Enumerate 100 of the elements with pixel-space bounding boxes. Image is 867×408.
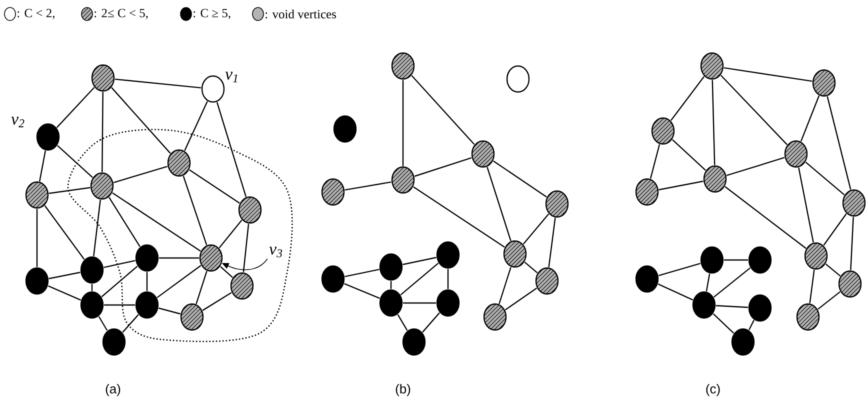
edge-line bbox=[724, 67, 812, 82]
edge-line bbox=[800, 96, 820, 142]
vertex-circle bbox=[748, 294, 772, 322]
edge-line bbox=[159, 257, 199, 259]
edge-line bbox=[114, 78, 202, 88]
vertex-circle bbox=[692, 291, 716, 319]
edge-line bbox=[158, 308, 180, 314]
vertex-circle bbox=[230, 272, 254, 300]
edge-line bbox=[48, 187, 90, 194]
edge-line bbox=[101, 266, 138, 298]
edge-line bbox=[748, 320, 754, 330]
edge-line bbox=[809, 270, 815, 304]
edge-line bbox=[447, 269, 449, 289]
edge-line bbox=[712, 313, 734, 334]
edge-line bbox=[498, 266, 512, 304]
legend-text: : C ≥ 5, bbox=[194, 8, 230, 20]
edge-line bbox=[400, 262, 439, 296]
edge-line bbox=[146, 272, 148, 291]
edge-line bbox=[218, 220, 242, 248]
vertex-circle bbox=[167, 149, 191, 177]
edge-line bbox=[716, 305, 748, 308]
vertex-circle bbox=[784, 140, 808, 168]
vertex-circle bbox=[135, 291, 159, 319]
edge-line bbox=[414, 157, 472, 177]
edge-line bbox=[805, 162, 845, 196]
vertex-circle bbox=[703, 165, 727, 193]
edge-line bbox=[823, 213, 847, 246]
vertex-circle bbox=[102, 328, 126, 356]
edge-line bbox=[522, 214, 550, 244]
edge-line bbox=[825, 264, 841, 276]
vertex-circle bbox=[25, 181, 49, 209]
edge-line bbox=[184, 101, 208, 151]
legend-text: : C < 2, bbox=[18, 8, 54, 20]
edge-line bbox=[670, 76, 705, 121]
vertex-circle bbox=[545, 190, 569, 218]
edge-line bbox=[658, 262, 701, 276]
vertex-circle bbox=[333, 115, 357, 143]
vertex-circle bbox=[731, 328, 755, 356]
vertex-circle bbox=[842, 189, 866, 217]
edge-line bbox=[850, 216, 854, 270]
vertex-circle bbox=[391, 52, 415, 80]
edge-line bbox=[242, 224, 250, 272]
vertex-circle bbox=[700, 246, 724, 274]
edge-line bbox=[189, 169, 240, 204]
vertex-circle bbox=[436, 289, 460, 317]
vertex-circle bbox=[635, 265, 659, 293]
vertex-circle bbox=[506, 65, 530, 93]
vertex-label: v$_{1}$ bbox=[225, 72, 238, 82]
edge-line bbox=[706, 274, 710, 292]
edge-line bbox=[504, 288, 538, 310]
vertex-circle bbox=[651, 117, 675, 145]
edge-line bbox=[39, 150, 46, 182]
edge-line bbox=[56, 87, 95, 128]
edge-line bbox=[493, 160, 547, 198]
edge-line bbox=[826, 96, 852, 190]
vertex-circle bbox=[503, 240, 527, 268]
edge-line bbox=[91, 284, 93, 291]
vertex-circle bbox=[91, 64, 115, 92]
edge-line bbox=[413, 186, 505, 248]
edge-line bbox=[112, 192, 201, 252]
vertex-circle bbox=[748, 246, 772, 274]
vertex-circle bbox=[391, 166, 415, 194]
edge-line bbox=[113, 166, 168, 184]
edge-line bbox=[93, 200, 101, 256]
vertex-circle bbox=[321, 178, 345, 206]
edge-line bbox=[402, 80, 404, 166]
panel-label: (a) bbox=[106, 384, 120, 396]
vertex-circle bbox=[379, 253, 403, 281]
edge-line bbox=[202, 292, 232, 311]
vertex-circle bbox=[402, 328, 426, 356]
vertex-circle bbox=[238, 196, 262, 224]
edge-line bbox=[220, 266, 233, 278]
edge-line bbox=[344, 268, 380, 278]
vertex-circle bbox=[25, 267, 49, 295]
edge-line bbox=[658, 180, 704, 190]
edge-line bbox=[548, 218, 556, 268]
edge-line bbox=[44, 205, 85, 260]
legend-text: : void vertices bbox=[266, 10, 336, 18]
edge-line bbox=[486, 166, 512, 242]
vertex-circle bbox=[201, 75, 225, 103]
vertex-circle bbox=[436, 241, 460, 269]
legend-text: : 2≤ C < 5, bbox=[94, 8, 148, 20]
edge-line bbox=[403, 302, 436, 304]
vertex-circle bbox=[199, 244, 223, 272]
vertex-circle bbox=[535, 267, 559, 295]
vertex-circle bbox=[36, 123, 60, 151]
vertex-circle bbox=[700, 52, 724, 80]
edge-line bbox=[104, 260, 136, 268]
edge-line bbox=[397, 314, 408, 331]
edge-line bbox=[344, 283, 380, 299]
edge-line bbox=[672, 139, 706, 171]
vertex-circle bbox=[838, 270, 862, 298]
edge-line bbox=[48, 285, 81, 301]
edge-line bbox=[411, 75, 475, 145]
edge-line bbox=[57, 145, 93, 178]
edge-line bbox=[422, 312, 440, 333]
edge-line bbox=[108, 197, 140, 248]
edge-line bbox=[36, 209, 38, 267]
edge-line bbox=[720, 74, 788, 146]
edge-line bbox=[524, 262, 538, 274]
